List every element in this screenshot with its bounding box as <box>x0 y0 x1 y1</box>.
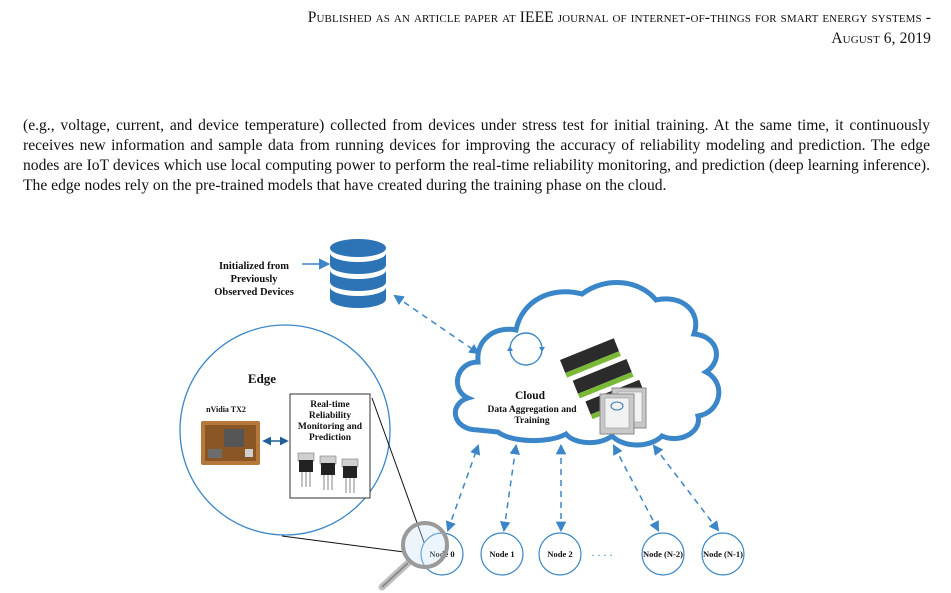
svg-text:Initialized from: Initialized from <box>219 261 289 272</box>
zoom-line-bottom <box>281 535 405 553</box>
refresh-cycle-icon <box>507 332 545 366</box>
svg-text:Monitoring and: Monitoring and <box>298 422 363 432</box>
database-icon <box>330 239 386 308</box>
cloud-sub-2: Training <box>514 416 549 426</box>
zoom-line-top <box>371 397 426 546</box>
svg-text:Node (N-1): Node (N-1) <box>703 549 743 559</box>
svg-text:Node 0: Node 0 <box>429 549 454 559</box>
header-line-2: August 6, 2019 <box>831 30 931 47</box>
database-label: Initialized from Previously Observed Dev… <box>214 261 294 298</box>
nvidia-board-icon <box>201 421 260 465</box>
svg-text:Node 1: Node 1 <box>489 549 514 559</box>
svg-text:Prediction: Prediction <box>309 433 352 443</box>
body-paragraph: (e.g., voltage, current, and device temp… <box>23 117 930 194</box>
node-n-2: Node (N-2) <box>641 532 685 576</box>
edge-title: Edge <box>248 371 276 386</box>
node-1: Node 1 <box>480 532 524 576</box>
running-header: Published as an article paper at IEEE jo… <box>23 8 931 49</box>
svg-text:Node (N-2): Node (N-2) <box>643 549 683 559</box>
header-line-1: Published as an article paper at IEEE jo… <box>307 9 931 26</box>
nodes-ellipsis: . . . . <box>592 545 613 559</box>
db-cloud-arrow <box>393 294 480 355</box>
svg-text:Reliability: Reliability <box>309 411 351 421</box>
node-2: Node 2 <box>538 532 582 576</box>
monitor-label: Real-time Reliability Monitoring and Pre… <box>298 400 363 443</box>
svg-text:Node 2: Node 2 <box>547 549 572 559</box>
svg-text:Real-time: Real-time <box>310 400 350 410</box>
cpu-chips-icon <box>599 387 647 435</box>
magnifier-icon <box>378 521 449 591</box>
node-cloud-arrows <box>445 443 720 533</box>
svg-text:Previously: Previously <box>230 274 278 285</box>
node-n-1: Node (N-1) <box>701 532 745 576</box>
monitor-box <box>289 393 371 499</box>
svg-text:Observed Devices: Observed Devices <box>214 287 294 298</box>
cloud-sub-1: Data Aggregation and <box>487 405 577 415</box>
transistors-icon <box>297 452 359 493</box>
board-label: nVidia TX2 <box>206 405 246 414</box>
cloud-title: Cloud <box>515 390 546 402</box>
